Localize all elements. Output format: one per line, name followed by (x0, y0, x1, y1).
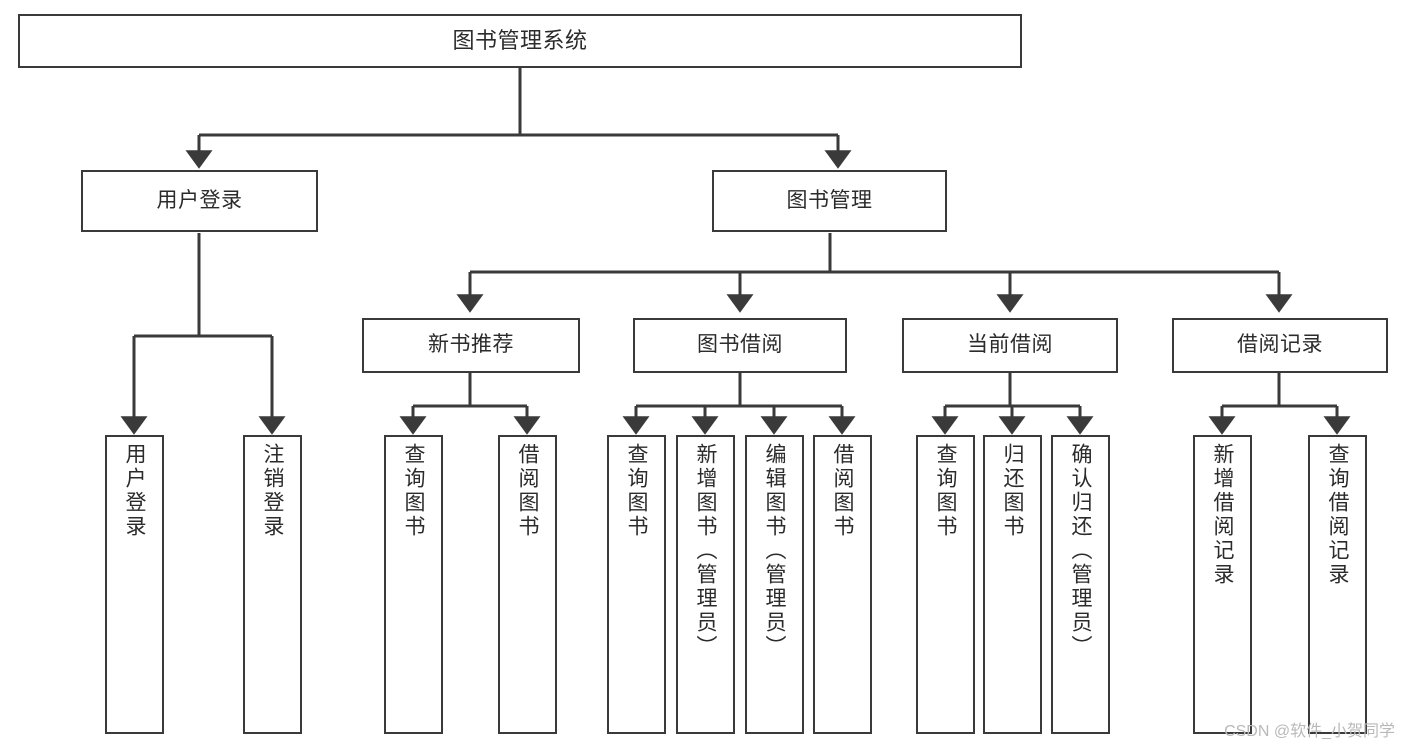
node-book-management[interactable]: 图书管理 (712, 170, 947, 232)
node-label: 查询借阅记录 (1326, 443, 1349, 587)
node-label: 当前借阅 (967, 333, 1053, 357)
node-label: 编辑图书（管理员） (763, 443, 786, 659)
node-label: 用户登录 (156, 188, 243, 212)
node-label: 确认归还（管理员） (1069, 443, 1092, 659)
leaf-add-borrow-record[interactable]: 新增借阅记录 (1193, 435, 1252, 734)
leaf-return-book[interactable]: 归还图书 (983, 435, 1042, 734)
node-root-system[interactable]: 图书管理系统 (18, 14, 1022, 68)
node-label: 借阅图书 (831, 443, 854, 539)
node-label: 新增借阅记录 (1211, 443, 1234, 587)
node-label: 查询图书 (625, 443, 648, 539)
leaf-query-borrow-record[interactable]: 查询借阅记录 (1308, 435, 1367, 734)
node-label: 图书管理系统 (452, 28, 588, 54)
node-label: 新书推荐 (428, 333, 514, 357)
node-label: 查询图书 (934, 443, 957, 539)
leaf-edit-book[interactable]: 编辑图书（管理员） (745, 435, 804, 734)
leaf-query-book-borrow[interactable]: 查询图书 (607, 435, 666, 734)
node-new-book-recommend[interactable]: 新书推荐 (362, 318, 580, 373)
leaf-confirm-return[interactable]: 确认归还（管理员） (1051, 435, 1110, 734)
node-label: 借阅记录 (1237, 333, 1323, 357)
leaf-logout-login[interactable]: 注销登录 (243, 435, 302, 734)
node-label: 图书管理 (786, 188, 873, 212)
node-label: 新增图书（管理员） (694, 443, 717, 659)
leaf-query-book-recommend[interactable]: 查询图书 (384, 435, 443, 734)
node-borrow-record[interactable]: 借阅记录 (1172, 318, 1388, 373)
leaf-add-book[interactable]: 新增图书（管理员） (676, 435, 735, 734)
leaf-borrow-book-recommend[interactable]: 借阅图书 (498, 435, 557, 734)
node-label: 借阅图书 (516, 443, 539, 539)
leaf-borrow-book[interactable]: 借阅图书 (813, 435, 872, 734)
leaf-user-login[interactable]: 用户登录 (105, 435, 164, 734)
node-current-borrow[interactable]: 当前借阅 (902, 318, 1118, 373)
node-label: 用户登录 (123, 443, 146, 539)
watermark-text: CSDN @软件_小贺同学 (1224, 723, 1395, 740)
node-book-borrow[interactable]: 图书借阅 (633, 318, 847, 373)
node-label: 归还图书 (1001, 443, 1024, 539)
node-label: 图书借阅 (697, 333, 783, 357)
node-label: 查询图书 (402, 443, 425, 539)
node-user-login[interactable]: 用户登录 (81, 170, 318, 232)
leaf-query-book-current[interactable]: 查询图书 (916, 435, 975, 734)
node-label: 注销登录 (261, 443, 284, 539)
